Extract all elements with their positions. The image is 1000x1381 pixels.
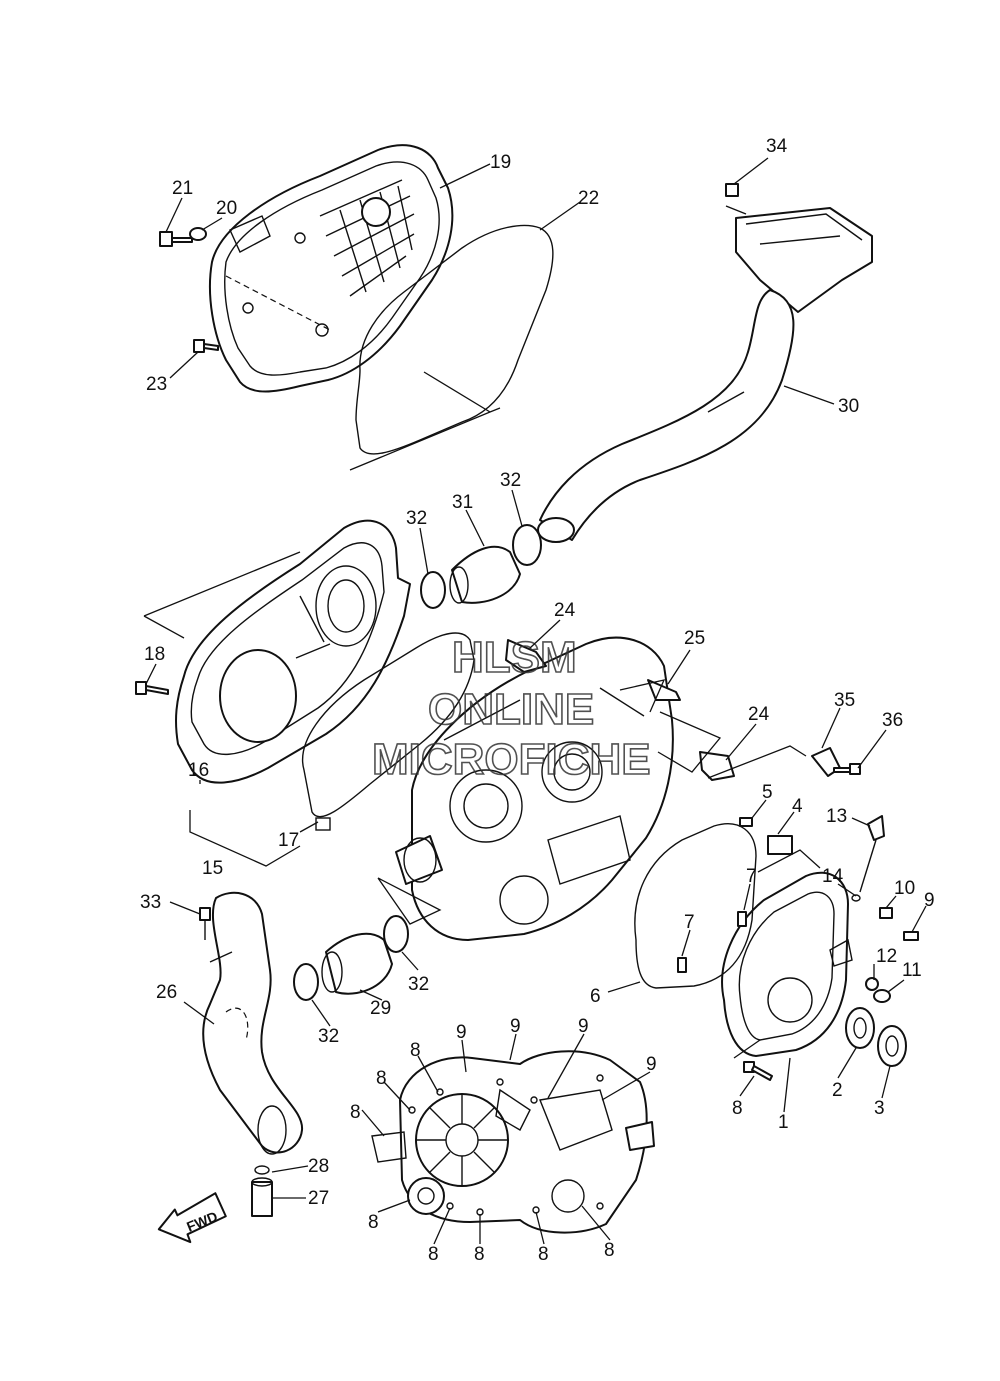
dipstick-13 bbox=[867, 815, 885, 841]
callout-24-b: 24 bbox=[748, 704, 770, 725]
callout-9-c: 9 bbox=[510, 1016, 521, 1037]
crankcase bbox=[395, 636, 681, 941]
callout-3: 3 bbox=[874, 1098, 885, 1119]
clip-10 bbox=[879, 907, 893, 919]
callout-25: 25 bbox=[684, 628, 705, 649]
callout-19: 19 bbox=[490, 152, 511, 173]
callout-18: 18 bbox=[144, 644, 165, 665]
inner-clutch-cover bbox=[175, 519, 411, 784]
callout-32-c: 32 bbox=[408, 974, 429, 995]
bolt-5 bbox=[739, 817, 753, 827]
bolt-18 bbox=[135, 681, 169, 695]
callout-15: 15 bbox=[202, 858, 223, 879]
callout-9-a: 9 bbox=[924, 890, 935, 911]
callout-2: 2 bbox=[832, 1080, 843, 1101]
callout-8-c: 8 bbox=[350, 1102, 361, 1123]
callout-22: 22 bbox=[578, 188, 599, 209]
callout-9-b: 9 bbox=[456, 1022, 467, 1043]
collar-27 bbox=[251, 1181, 273, 1217]
bolt-9-right bbox=[903, 931, 919, 941]
clamp-32-upper-right bbox=[512, 524, 542, 566]
bolt-8-cover bbox=[743, 1061, 773, 1081]
dowel-pin-7-lower bbox=[677, 957, 687, 973]
callout-13: 13 bbox=[826, 806, 847, 827]
callout-11: 11 bbox=[902, 960, 922, 981]
callout-33: 33 bbox=[140, 892, 161, 913]
callout-20: 20 bbox=[216, 198, 237, 219]
callout-8-i: 8 bbox=[604, 1240, 615, 1261]
callout-31: 31 bbox=[452, 492, 473, 513]
crankcase-side-view bbox=[371, 1050, 655, 1234]
forward-arrow: FWD bbox=[157, 1192, 227, 1244]
callout-5: 5 bbox=[762, 782, 773, 803]
watermark-line-3: MICROFICHE bbox=[372, 735, 651, 784]
oring-14 bbox=[851, 894, 861, 902]
plug-11 bbox=[873, 989, 891, 1003]
grommet-20 bbox=[189, 227, 207, 241]
callout-35: 35 bbox=[834, 690, 855, 711]
callout-28: 28 bbox=[308, 1156, 329, 1177]
callout-8-b: 8 bbox=[376, 1068, 387, 1089]
callout-21: 21 bbox=[172, 178, 193, 199]
callout-32-b: 32 bbox=[500, 470, 521, 491]
bolt-33 bbox=[199, 907, 211, 940]
clamp-32-upper-left bbox=[420, 571, 446, 609]
callout-27: 27 bbox=[308, 1188, 329, 1209]
gasket-outer-cover bbox=[355, 224, 554, 455]
callout-17: 17 bbox=[278, 830, 299, 851]
intake-boot-29 bbox=[325, 932, 393, 995]
outer-clutch-cover bbox=[209, 144, 454, 393]
bolt-23 bbox=[193, 339, 219, 353]
air-duct-30 bbox=[537, 183, 873, 543]
callout-14: 14 bbox=[822, 866, 844, 887]
watermark-line-2: ONLINE bbox=[428, 685, 594, 734]
clamp-32-lower-left bbox=[293, 963, 319, 1001]
callout-4: 4 bbox=[792, 796, 803, 817]
callout-16: 16 bbox=[188, 760, 209, 781]
callout-7-a: 7 bbox=[746, 866, 757, 887]
callout-32-d: 32 bbox=[318, 1026, 339, 1047]
bolt-36 bbox=[833, 763, 861, 775]
callout-29: 29 bbox=[370, 998, 391, 1019]
gasket-17 bbox=[302, 632, 475, 818]
dowel-pin-7-upper bbox=[737, 911, 747, 927]
callout-26: 26 bbox=[156, 982, 177, 1003]
oring-28 bbox=[254, 1165, 270, 1175]
callout-1: 1 bbox=[778, 1112, 789, 1133]
watermark: HLSM ONLINE MICROFICHE bbox=[371, 632, 651, 785]
callout-24-a: 24 bbox=[554, 600, 576, 621]
callout-36: 36 bbox=[882, 710, 903, 731]
plug-24-right bbox=[699, 751, 735, 781]
callout-12: 12 bbox=[876, 946, 897, 967]
crankcase-cover-1 bbox=[721, 835, 853, 1057]
seal-2 bbox=[845, 1007, 875, 1049]
callout-8-f: 8 bbox=[428, 1244, 439, 1265]
gasket-6 bbox=[634, 823, 757, 989]
intake-boot-31 bbox=[451, 545, 521, 604]
callout-23: 23 bbox=[146, 374, 167, 395]
callout-10: 10 bbox=[894, 878, 915, 899]
leader-lines bbox=[145, 157, 927, 1245]
watermark-line-1: HLSM bbox=[452, 633, 577, 682]
callout-numbers: 34 19 21 20 22 23 30 32 31 32 24 25 18 2… bbox=[140, 136, 935, 1265]
callout-8-e: 8 bbox=[368, 1212, 379, 1233]
callout-8-a: 8 bbox=[410, 1040, 421, 1061]
bolt-21 bbox=[159, 231, 193, 247]
oring-12 bbox=[865, 977, 879, 991]
callout-32-a: 32 bbox=[406, 508, 427, 529]
air-duct-26 bbox=[202, 891, 304, 1155]
callout-8-h: 8 bbox=[538, 1244, 549, 1265]
callout-9-e: 9 bbox=[646, 1054, 657, 1075]
callout-6: 6 bbox=[590, 986, 601, 1007]
callout-34: 34 bbox=[766, 136, 788, 157]
callout-7-b: 7 bbox=[684, 912, 695, 933]
seal-3 bbox=[877, 1025, 907, 1067]
callout-8-g: 8 bbox=[474, 1244, 485, 1265]
clamp-32-lower-right bbox=[383, 915, 409, 953]
callout-9-d: 9 bbox=[578, 1016, 589, 1037]
callout-30: 30 bbox=[838, 396, 859, 417]
callout-8-d: 8 bbox=[732, 1098, 743, 1119]
